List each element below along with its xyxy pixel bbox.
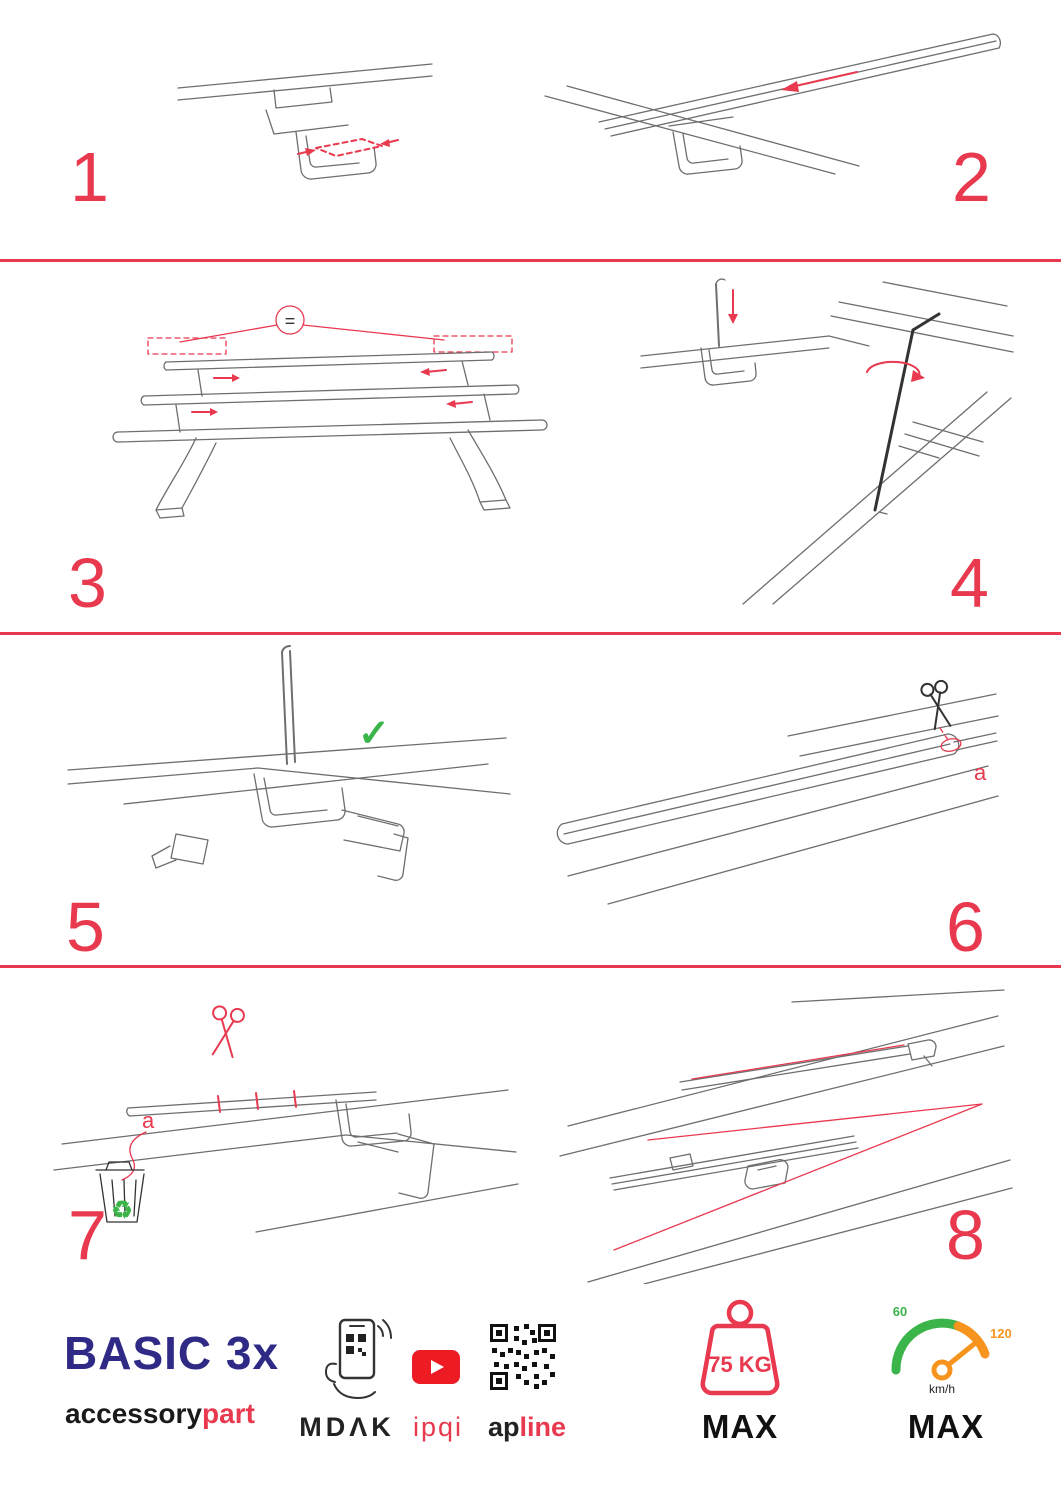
mdak-logo: MDΛK [299,1412,395,1442]
apline-red: line [519,1412,567,1442]
brand-logo: BASIC 3x [64,1327,280,1379]
step-1-number: 1 [70,138,109,216]
speed-unit: km/h [929,1382,955,1396]
speed-max-label: MAX [907,1408,985,1445]
section-divider-1 [0,259,1061,262]
step-5-illustration: ✓ [67,645,511,881]
scissors-icon [211,1005,245,1059]
brand-subtitle: accessorypart [65,1398,255,1430]
speed-tick-high: 120 [990,1326,1012,1341]
brand-subtitle-red: part [202,1398,255,1429]
step-4-illustration [640,278,1014,605]
brand-subtitle-black: accessory [65,1398,203,1429]
apline-black: ap [487,1412,520,1442]
speed-limit-icon: 60 120 km/h [891,1304,1012,1396]
ipqi-logo: ipqi [412,1412,464,1442]
step-2-number: 2 [952,138,991,216]
step-5-number: 5 [66,888,105,966]
weight-limit-icon: 75 KG [700,1299,780,1396]
speed-tick-low: 60 [893,1304,907,1319]
step-6-number: 6 [946,888,985,966]
equal-spacing-label: = [285,311,296,331]
step-1-illustration [177,63,433,180]
trash-icon [95,1161,145,1223]
youtube-icon [412,1350,460,1384]
step-4-number: 4 [950,544,989,622]
apline-logo: apline [488,1412,566,1443]
section-divider-2 [0,632,1061,635]
cut-point-label: a [974,760,987,785]
step-3-illustration: = [112,305,548,519]
step-3-number: 3 [68,544,107,622]
section-divider-3 [0,965,1061,968]
step-7-illustration: a ♻ [53,1005,519,1233]
offcut-label: a [142,1108,155,1133]
weight-max-label: MAX [701,1408,779,1445]
recycle-icon: ♻ [111,1197,133,1224]
step-8-number: 8 [946,1196,985,1274]
step-7-number: 7 [68,1196,107,1274]
scissors-icon [920,679,952,731]
qr-code [490,1324,556,1390]
step-6-illustration: a [556,679,999,905]
allen-key [873,312,941,512]
weight-limit-value: 75 KG [708,1352,772,1377]
step-2-illustration [544,33,1001,175]
phone-qr-icon [325,1318,392,1399]
step-8-illustration [559,989,1013,1284]
